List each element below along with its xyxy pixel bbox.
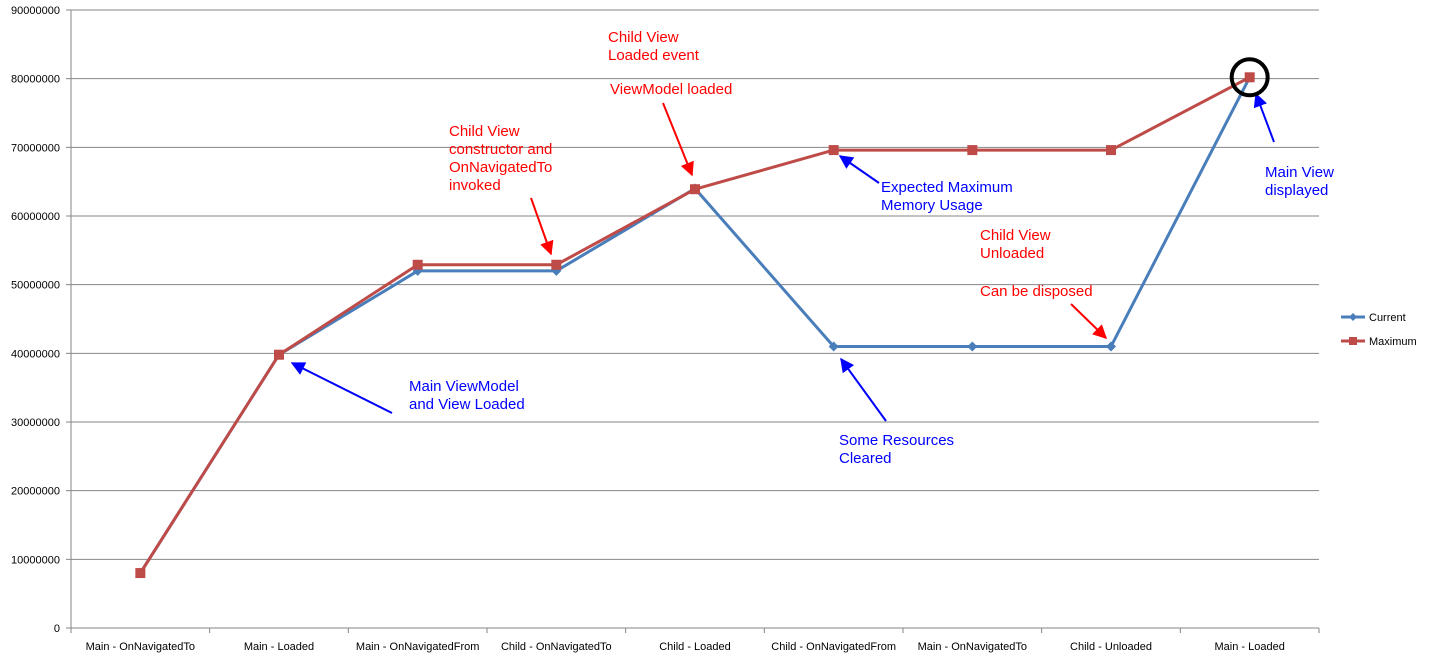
annotation-text: Child View bbox=[980, 227, 1051, 244]
y-tick-label: 10000000 bbox=[11, 554, 60, 566]
data-point-current bbox=[1106, 341, 1116, 352]
annotation-text: constructor and bbox=[449, 141, 552, 158]
series bbox=[135, 72, 1255, 579]
data-point-maximum bbox=[690, 184, 700, 195]
annotation-text: Can be disposed bbox=[980, 283, 1093, 300]
y-tick-label: 90000000 bbox=[11, 5, 60, 17]
y-tick-label: 60000000 bbox=[11, 211, 60, 223]
series-line-maximum bbox=[139, 75, 1251, 574]
data-point-maximum bbox=[274, 349, 284, 360]
annotation-text: invoked bbox=[449, 177, 501, 194]
y-tick-label: 0 bbox=[54, 623, 60, 635]
annotation-text: displayed bbox=[1265, 182, 1328, 199]
data-point-maximum bbox=[967, 145, 978, 156]
annotation-text: ViewModel loaded bbox=[610, 81, 732, 98]
legend-marker-current bbox=[1349, 313, 1357, 321]
annotation-text: Some Resources bbox=[839, 432, 954, 449]
annotation-text: OnNavigatedTo bbox=[449, 159, 552, 176]
annotation-text: Child View bbox=[449, 123, 520, 140]
data-point-current bbox=[828, 341, 839, 352]
annotation-text: and View Loaded bbox=[409, 396, 525, 413]
x-tick-label: Child - OnNavigatedTo bbox=[501, 641, 612, 653]
x-tick-label: Child - Unloaded bbox=[1070, 641, 1152, 653]
x-tick-label: Main - OnNavigatedTo bbox=[86, 641, 195, 653]
highlight-circle bbox=[1229, 57, 1270, 98]
x-axis-ticks: Main - OnNavigatedTo Main - Loaded Main - … bbox=[86, 641, 1285, 653]
data-point-maximum bbox=[412, 259, 423, 270]
x-tick-label: Child - Loaded bbox=[659, 641, 731, 653]
legend-label-maximum: Maximum bbox=[1369, 336, 1417, 348]
x-tick-label: Main - OnNavigatedTo bbox=[918, 641, 1027, 653]
y-tick-label: 40000000 bbox=[11, 348, 60, 360]
y-axis-ticks: 0 10000000 20000000 30000000 40000000 5000000… bbox=[11, 5, 60, 635]
x-tick-label: Child - OnNavigatedFrom bbox=[771, 641, 896, 653]
annotation-arrow bbox=[1070, 303, 1108, 339]
data-point-maximum bbox=[1106, 145, 1116, 156]
annotation-arrow bbox=[838, 155, 880, 184]
y-tick-label: 50000000 bbox=[11, 280, 60, 292]
annotation-arrow bbox=[840, 357, 887, 422]
annotation-text: Main ViewModel bbox=[409, 378, 519, 395]
annotation-arrow bbox=[290, 362, 393, 414]
y-tick-label: 20000000 bbox=[11, 486, 60, 498]
data-point-maximum bbox=[135, 568, 146, 579]
y-tick-label: 30000000 bbox=[11, 417, 60, 429]
annotation-text: Expected Maximum bbox=[881, 179, 1013, 196]
annotation-text: Memory Usage bbox=[881, 197, 983, 214]
y-tick-label: 70000000 bbox=[11, 142, 60, 154]
x-tick-label: Main - Loaded bbox=[1215, 641, 1285, 653]
annotation-text: Main View bbox=[1265, 164, 1334, 181]
legend-label-current: Current bbox=[1369, 312, 1406, 324]
data-point-maximum bbox=[828, 145, 839, 156]
axes bbox=[66, 9, 1320, 633]
data-point-maximum bbox=[551, 259, 562, 270]
series-line-current bbox=[139, 76, 1252, 574]
annotation-arrow bbox=[662, 102, 694, 177]
x-tick-label: Main - OnNavigatedFrom bbox=[356, 641, 480, 653]
annotation-text: Cleared bbox=[839, 450, 892, 467]
annotation-arrow bbox=[530, 197, 554, 256]
data-point-maximum bbox=[1244, 72, 1255, 83]
x-tick-label: Main - Loaded bbox=[244, 641, 314, 653]
annotation-text: Child View bbox=[608, 29, 679, 46]
data-point-current bbox=[967, 341, 978, 352]
annotation-text: Loaded event bbox=[608, 47, 700, 64]
y-tick-label: 80000000 bbox=[11, 74, 60, 86]
annotation-arrow bbox=[1253, 92, 1275, 143]
legend-marker-maximum bbox=[1349, 337, 1357, 345]
annotation-text: Unloaded bbox=[980, 245, 1044, 262]
